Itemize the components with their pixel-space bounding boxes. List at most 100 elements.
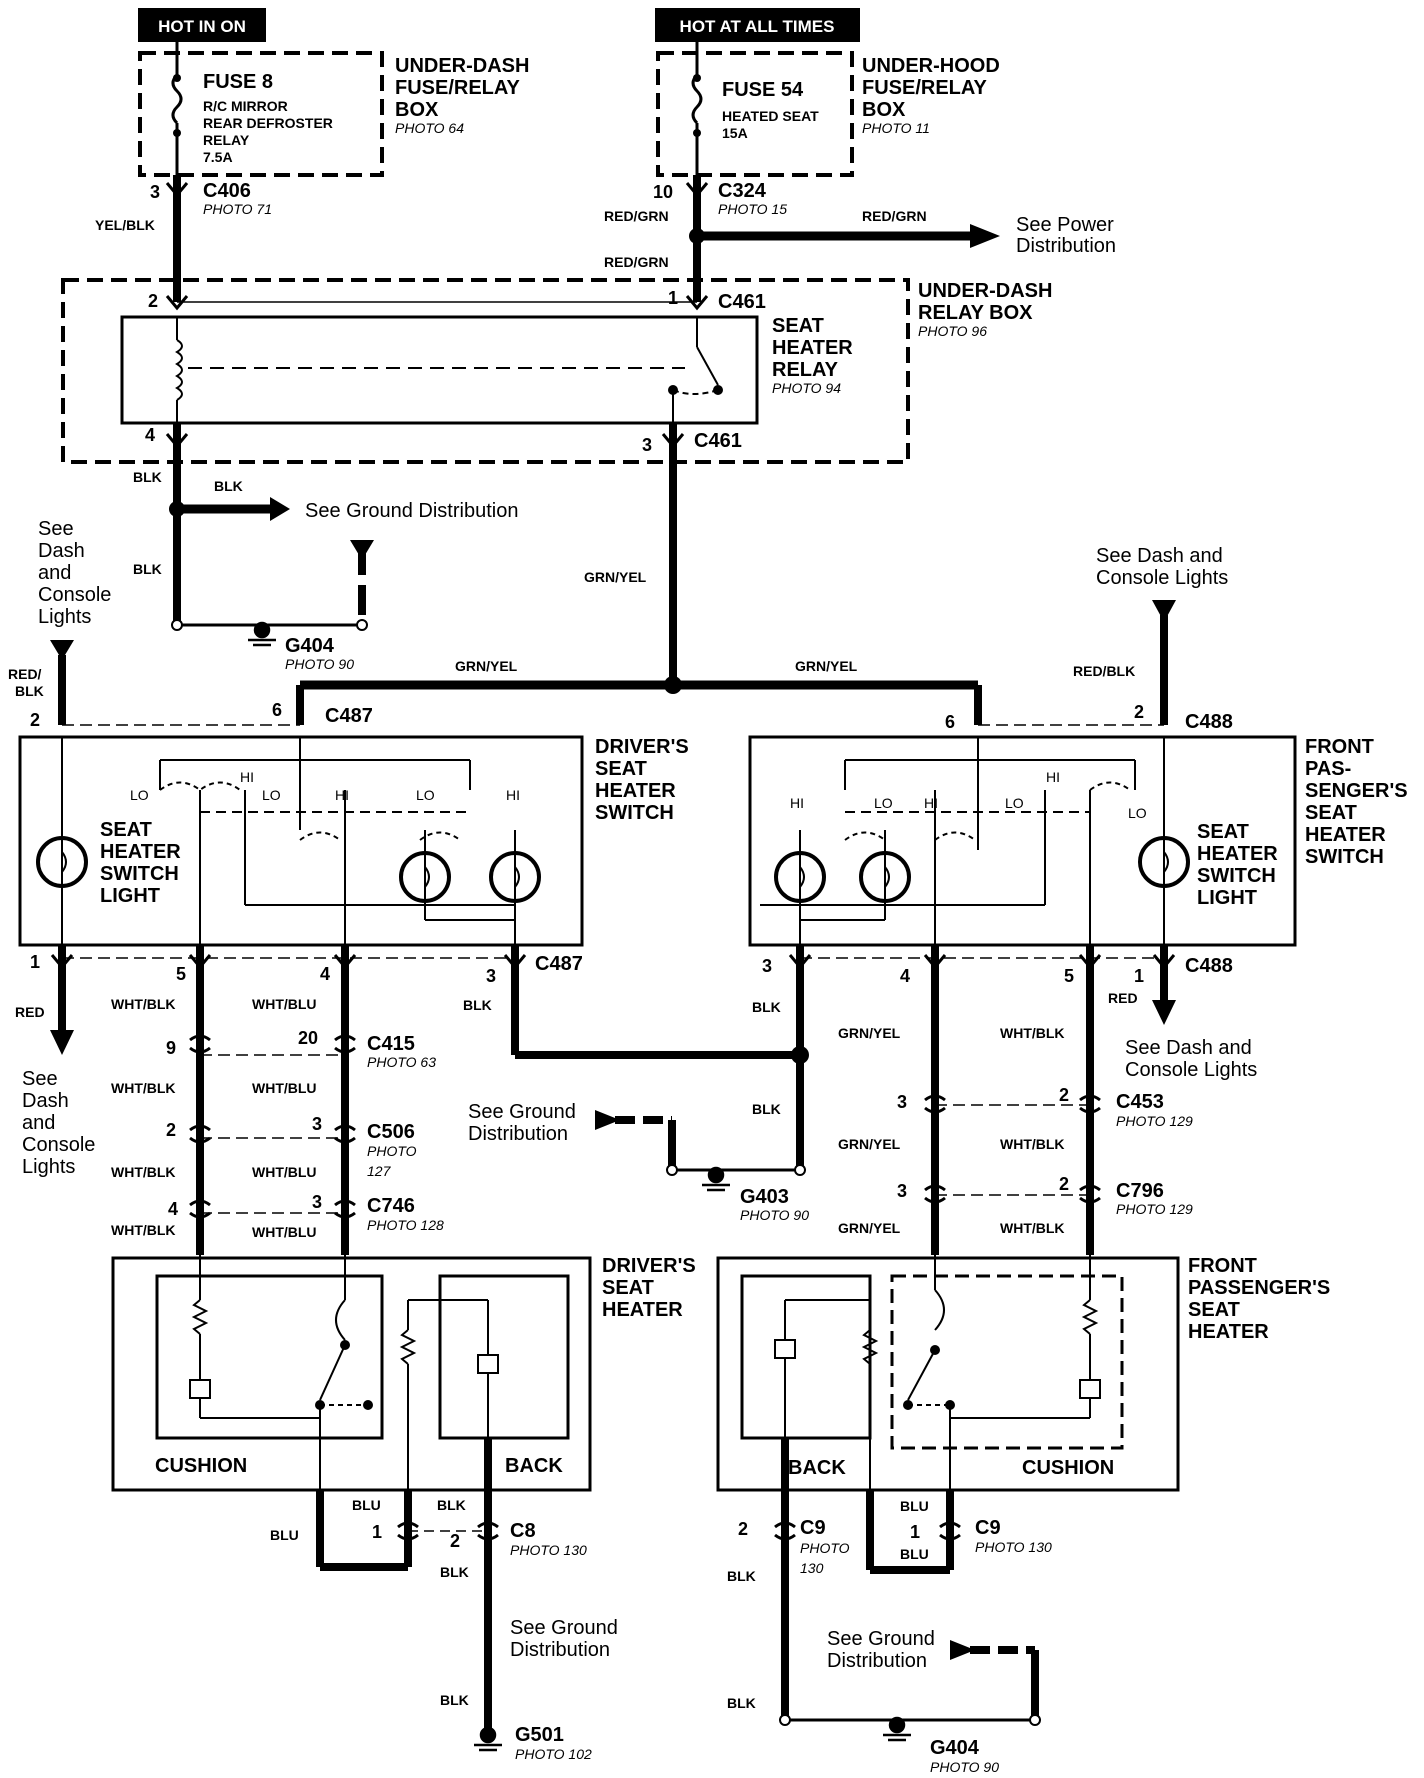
dash-left-c: and [38, 562, 71, 584]
hot-in-on-badge [138, 8, 266, 42]
wire-blk-label-e: BLK [752, 999, 781, 1015]
c453-pin-3: 3 [897, 1092, 907, 1112]
relay-box-name2: RELAY BOX [918, 302, 1033, 324]
pass-heater-internals [774, 1255, 1101, 1490]
c9b-pin-1: 1 [910, 1522, 920, 1542]
c461-top-label: C461 [718, 291, 766, 313]
see-power-dist-1: See Power [1016, 214, 1114, 236]
wire-red-label-b: RED [1108, 990, 1138, 1006]
c487-pin-3: 3 [486, 966, 496, 986]
c506-label: C506 [367, 1121, 415, 1143]
relay-name3: RELAY [772, 359, 839, 381]
c487-pin-4: 4 [320, 964, 330, 984]
wire-grn-yel-f: GRN/YEL [838, 1220, 901, 1236]
wire-wht-blk-2: WHT/BLK [111, 1080, 176, 1096]
pass-hi-3: HI [1046, 769, 1060, 785]
wire-blk-j: BLK [727, 1568, 756, 1584]
pass-light-label4: LIGHT [1197, 887, 1257, 909]
c8-photo: PHOTO 130 [510, 1542, 587, 1558]
front-passengers-seat-heater-switch [748, 735, 1297, 947]
c9b-label: C9 [975, 1517, 1001, 1539]
underdash-fuse-box [138, 51, 384, 177]
hot-at-all-times-label: HOT AT ALL TIMES [680, 17, 835, 36]
wire-red-grn-label-b: RED/GRN [604, 254, 669, 270]
driver-lo-2: LO [262, 787, 281, 803]
arrow-left-icon [595, 1110, 620, 1130]
c506-pin-2: 2 [166, 1120, 176, 1140]
wire-wht-blk-p3: WHT/BLK [1000, 1220, 1065, 1236]
wire-grn-yel-e: GRN/YEL [838, 1136, 901, 1152]
fuse-54-icon [691, 42, 703, 175]
pass-hi-1: HI [790, 795, 804, 811]
dash-lower-left-a: See [22, 1068, 58, 1090]
fuse-8-rating: 7.5A [203, 149, 233, 165]
wire-grn-yel-d: GRN/YEL [838, 1025, 901, 1041]
driver-switch-internals [36, 737, 541, 945]
wire-wht-blk-1: WHT/BLK [111, 996, 176, 1012]
driver-switch-title1: DRIVER'S [595, 736, 689, 758]
driver-cushion-label: CUSHION [155, 1455, 247, 1477]
pass-lo-3: LO [1128, 805, 1147, 821]
wire-red-blk-a2: BLK [15, 683, 44, 699]
driver-switch-title2: SEAT [595, 758, 647, 780]
c746-label: C746 [367, 1195, 415, 1217]
relay-pin-1: 1 [668, 288, 678, 308]
wire-yel-blk-label: YEL/BLK [95, 217, 155, 233]
driver-heater-title1: DRIVER'S [602, 1255, 696, 1277]
wire-blu-c: BLU [900, 1498, 929, 1514]
underhood-fuse-name1: UNDER-HOOD [862, 55, 1000, 77]
g403-label: G403 [740, 1186, 789, 1208]
c406-photo: PHOTO 71 [203, 201, 272, 217]
pass-switch-title1: FRONT [1305, 736, 1374, 758]
ground-icon [702, 1166, 730, 1192]
c488-pin-4: 4 [900, 966, 910, 986]
wire-blk-label-b: BLK [133, 561, 162, 577]
g404-top-label: G404 [285, 635, 335, 657]
underhood-fuse-photo: PHOTO 11 [862, 120, 930, 136]
c406-pin: 3 [150, 182, 160, 202]
dash-left-b: Dash [38, 540, 85, 562]
c9a-photo1: PHOTO [800, 1540, 850, 1556]
relay-switch-icon [668, 317, 723, 423]
g404-bottom-photo: PHOTO 90 [930, 1759, 999, 1775]
hot-in-on-label: HOT IN ON [158, 17, 246, 36]
driver-switch-title3: HEATER [595, 780, 676, 802]
driver-lo-1: LO [130, 787, 149, 803]
wire-blk-label-c: BLK [214, 478, 243, 494]
ground-icon [883, 1716, 911, 1742]
c9a-label: C9 [800, 1517, 826, 1539]
drivers-seat-heater [111, 1256, 592, 1492]
g404-bottom-label: G404 [930, 1737, 980, 1759]
wire-grn-yel-label-c: GRN/YEL [795, 658, 858, 674]
wire-grn-yel-label-a: GRN/YEL [584, 569, 647, 585]
c488-pin-5: 5 [1064, 966, 1074, 986]
c506-photo2: 127 [367, 1163, 392, 1179]
c453-photo: PHOTO 129 [1116, 1113, 1193, 1129]
c796-label: C796 [1116, 1180, 1164, 1202]
see-ground-d2: Distribution [827, 1650, 927, 1672]
pass-switch-title5: HEATER [1305, 824, 1386, 846]
arrow-down-icon [1152, 1000, 1176, 1025]
pass-switch-title4: SEAT [1305, 802, 1357, 824]
arrow-right-icon [970, 224, 1000, 248]
pass-switch-title3: SENGER'S [1305, 780, 1408, 802]
c415-pin-20: 20 [298, 1028, 318, 1048]
c746-pin-3: 3 [312, 1192, 322, 1212]
wire-wht-blk-3: WHT/BLK [111, 1164, 176, 1180]
wire-red-blk-b: RED/BLK [1073, 663, 1135, 679]
c506-photo1: PHOTO [367, 1143, 417, 1159]
relay-name2: HEATER [772, 337, 853, 359]
c8-pin-2: 2 [450, 1531, 460, 1551]
relay-photo: PHOTO 94 [772, 380, 841, 396]
c8-label: C8 [510, 1520, 536, 1542]
see-ground-c1: See Ground [510, 1617, 618, 1639]
underdash-fuse-name1: UNDER-DASH [395, 55, 529, 77]
underdash-relay-box [61, 278, 910, 464]
c324-photo: PHOTO 15 [718, 201, 787, 217]
c487-pin-5: 5 [176, 964, 186, 984]
wire-wht-blu-4: WHT/BLU [252, 1224, 317, 1240]
pass-cushion-label: CUSHION [1022, 1457, 1114, 1479]
underdash-fuse-name3: BOX [395, 99, 439, 121]
wire-wht-blk-p2: WHT/BLK [1000, 1136, 1065, 1152]
